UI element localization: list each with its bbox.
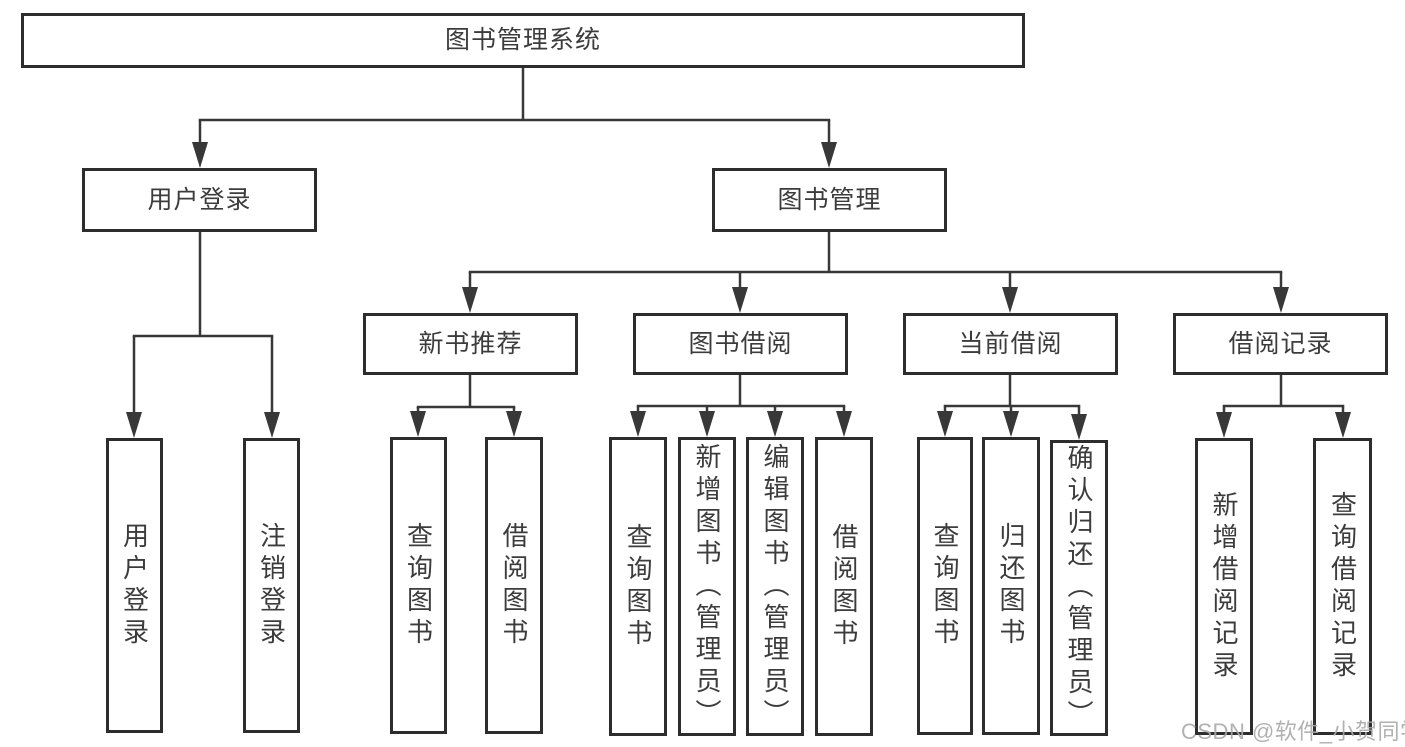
leaf-cb-return-books: 归还图书 bbox=[982, 437, 1040, 735]
node-library-system: 图书管理系统 bbox=[21, 13, 1025, 68]
leaf-nbr-borrow-books-label: 借阅图书 bbox=[499, 521, 529, 650]
arrowhead-down-icon bbox=[1071, 414, 1087, 440]
leaf-nbr-borrow-books: 借阅图书 bbox=[485, 437, 543, 734]
leaf-br-add-record: 新增借阅记录 bbox=[1195, 438, 1253, 735]
arrowhead-down-icon bbox=[410, 411, 426, 437]
node-library-system-label: 图书管理系统 bbox=[444, 26, 601, 54]
leaf-cb-confirm-return-admin-label: 确认归还（管理员） bbox=[1064, 444, 1094, 732]
leaf-bb-add-books-admin: 新增图书（管理员） bbox=[678, 437, 736, 736]
leaf-bb-borrow-books-label: 借阅图书 bbox=[829, 522, 859, 651]
leaf-bb-edit-books-admin: 编辑图书（管理员） bbox=[746, 437, 804, 736]
node-book-management: 图书管理 bbox=[712, 168, 947, 232]
leaf-br-add-record-label: 新增借阅记录 bbox=[1209, 490, 1239, 683]
node-book-borrowing-label: 图书借阅 bbox=[688, 329, 793, 358]
node-user-login: 用户登录 bbox=[82, 168, 317, 232]
leaf-cb-confirm-return-admin: 确认归还（管理员） bbox=[1050, 440, 1108, 736]
leaf-user-login-label: 用户登录 bbox=[119, 521, 150, 650]
node-new-book-recommend: 新书推荐 bbox=[363, 313, 578, 375]
watermark: CSDN @软件_小贺同学 bbox=[1181, 719, 1405, 744]
leaf-logout-label: 注销登录 bbox=[256, 521, 287, 650]
leaf-bb-query-books-label: 查询图书 bbox=[623, 522, 653, 651]
arrowhead-down-icon bbox=[630, 411, 646, 437]
arrowhead-down-icon bbox=[1273, 287, 1289, 313]
node-book-management-label: 图书管理 bbox=[777, 185, 882, 214]
leaf-logout: 注销登录 bbox=[243, 438, 300, 733]
leaf-cb-query-books: 查询图书 bbox=[917, 437, 973, 735]
node-user-login-label: 用户登录 bbox=[147, 185, 252, 214]
arrowhead-down-icon bbox=[192, 142, 208, 168]
node-new-book-recommend-label: 新书推荐 bbox=[418, 329, 523, 358]
arrowhead-down-icon bbox=[1002, 287, 1018, 313]
leaf-bb-borrow-books: 借阅图书 bbox=[815, 437, 873, 736]
leaf-user-login: 用户登录 bbox=[106, 438, 163, 733]
arrowhead-down-icon bbox=[1216, 412, 1232, 438]
arrowhead-down-icon bbox=[1335, 412, 1351, 438]
leaf-br-query-record: 查询借阅记录 bbox=[1313, 438, 1372, 735]
node-current-borrowing-label: 当前借阅 bbox=[958, 329, 1063, 358]
node-borrowing-records-label: 借阅记录 bbox=[1228, 329, 1333, 358]
arrowhead-down-icon bbox=[937, 411, 953, 437]
leaf-bb-edit-books-admin-label: 编辑图书（管理员） bbox=[760, 442, 790, 731]
leaf-cb-query-books-label: 查询图书 bbox=[930, 522, 960, 650]
arrowhead-down-icon bbox=[506, 411, 522, 437]
leaf-cb-return-books-label: 归还图书 bbox=[996, 522, 1026, 650]
leaf-nbr-query-books: 查询图书 bbox=[390, 437, 447, 734]
arrowhead-down-icon bbox=[767, 411, 783, 437]
arrowhead-down-icon bbox=[264, 412, 280, 438]
arrowhead-down-icon bbox=[836, 411, 852, 437]
node-borrowing-records: 借阅记录 bbox=[1173, 313, 1388, 375]
leaf-bb-query-books: 查询图书 bbox=[609, 437, 667, 736]
leaf-bb-add-books-admin-label: 新增图书（管理员） bbox=[692, 442, 722, 731]
node-current-borrowing: 当前借阅 bbox=[903, 313, 1118, 375]
node-book-borrowing: 图书借阅 bbox=[633, 313, 848, 375]
arrowhead-down-icon bbox=[732, 287, 748, 313]
arrowhead-down-icon bbox=[699, 411, 715, 437]
arrowhead-down-icon bbox=[126, 412, 142, 438]
arrowhead-down-icon bbox=[821, 142, 837, 168]
arrowhead-down-icon bbox=[462, 287, 478, 313]
leaf-br-query-record-label: 查询借阅记录 bbox=[1327, 490, 1358, 683]
leaf-nbr-query-books-label: 查询图书 bbox=[403, 521, 434, 650]
arrowhead-down-icon bbox=[1003, 411, 1019, 437]
